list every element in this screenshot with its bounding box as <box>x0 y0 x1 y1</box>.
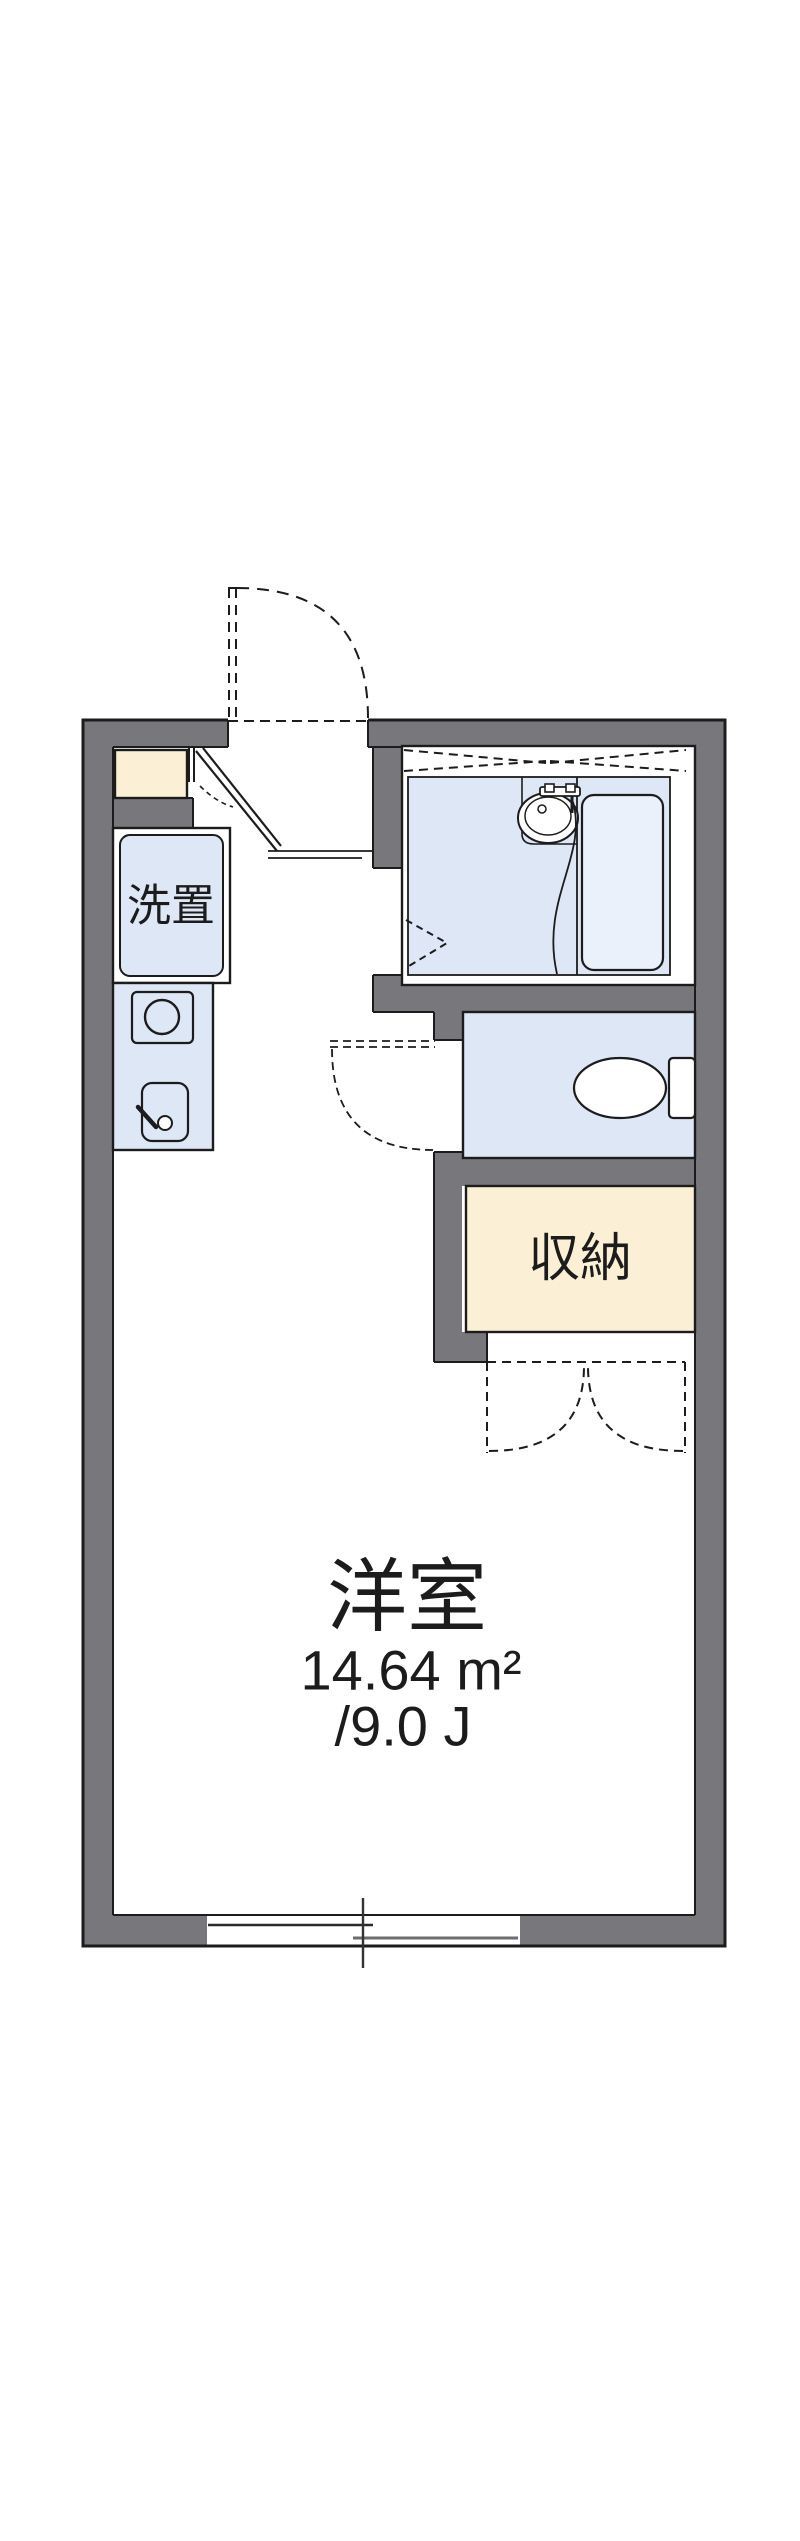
bathroom-folding-door-dashed <box>405 919 449 967</box>
room-name: 洋室 <box>327 1553 487 1642</box>
sink-faucet-icon <box>135 1104 159 1130</box>
storage-label: 収納 <box>528 1230 632 1288</box>
washbasin-inner-rim <box>524 796 572 836</box>
entrance-door <box>188 747 372 859</box>
faucet-knob-icon <box>544 783 555 793</box>
toilet-room <box>330 1010 697 1160</box>
bathtub-icon <box>580 793 665 972</box>
stove-burner-icon <box>143 998 181 1036</box>
toilet-door-swing <box>330 1040 435 1151</box>
overhead-shelf-dashes <box>403 749 687 772</box>
bathroom <box>400 744 697 987</box>
toilet-tank-icon <box>667 1056 697 1120</box>
sliding-window <box>207 1898 520 1968</box>
toilet-bowl-icon <box>572 1056 668 1120</box>
entrance-door-swing <box>228 587 369 719</box>
storage-closet: 収納 <box>464 1184 697 1453</box>
sink-drain-icon <box>157 1115 173 1131</box>
room-area-tatami: /9.0 J <box>335 1695 472 1758</box>
closet-double-doors-dashed <box>486 1361 686 1453</box>
faucet-knob-icon <box>565 783 576 793</box>
kitchen-counter <box>111 981 215 1152</box>
laundry-label: 洗置 <box>127 882 215 931</box>
room-area-sqm: 14.64 m² <box>301 1639 522 1702</box>
laundry-space: 洗置 <box>111 826 232 985</box>
shoe-cabinet <box>113 748 189 800</box>
shower-hose-icon <box>552 801 577 975</box>
basin-drain-icon <box>537 804 547 814</box>
basin-counter-outline <box>521 777 577 845</box>
gas-stove-icon <box>130 990 195 1045</box>
main-room: 洋室 14.64 m² /9.0 J <box>301 1553 522 1758</box>
